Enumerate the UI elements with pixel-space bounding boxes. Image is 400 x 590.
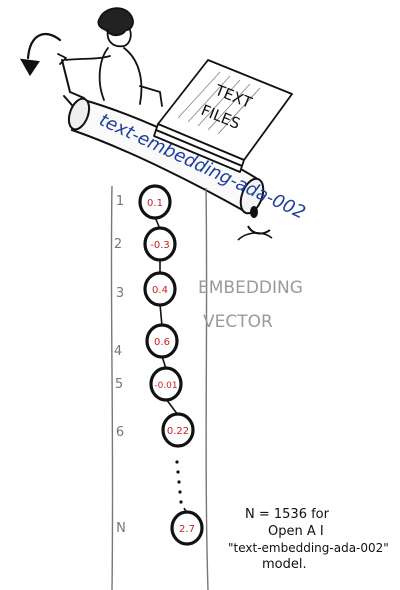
text-files-stack: TEXT FILES — [153, 59, 293, 173]
dimension-note: N = 1536 for Open A I "text-embedding-ad… — [228, 507, 389, 572]
ellipsis-dots — [175, 460, 183, 504]
vector-index-label: 6 — [116, 425, 124, 440]
vector-node-circle — [143, 271, 177, 307]
vector-node: 0.64 — [114, 323, 179, 359]
vector-index-label: N — [116, 521, 126, 536]
vector-index-label: 2 — [114, 237, 122, 252]
vector-index-label: 1 — [116, 194, 124, 209]
note-line2: Open A I — [268, 524, 324, 539]
vector-node-value: 0.22 — [167, 426, 189, 437]
vector-node-circle — [170, 510, 204, 546]
vector-title-line1: EMBEDDING — [198, 278, 303, 298]
vector-node-value: 0.4 — [152, 285, 168, 296]
vector-node-circle — [149, 366, 183, 402]
crank-arrow-icon — [19, 32, 62, 77]
vector-strip — [110, 185, 209, 590]
vector-node-circle — [138, 184, 172, 220]
vector-node-value: 2.7 — [179, 524, 195, 535]
vector-node: -0.01 5 — [115, 366, 183, 402]
vector-index-label: 5 — [115, 377, 123, 392]
chain-link — [165, 398, 179, 416]
vector-node-value: 0.6 — [154, 337, 170, 348]
vector-title-line2: VECTOR — [203, 312, 273, 332]
note-line1: N = 1536 for — [245, 507, 330, 522]
vector-node: 0.43 — [116, 271, 177, 307]
vector-node-circle — [143, 226, 177, 262]
note-line4: model. — [262, 557, 307, 572]
note-line3: "text-embedding-ada-002" — [228, 541, 389, 555]
vector-node-circle — [161, 412, 195, 448]
vector-node-value: 0.1 — [147, 198, 163, 209]
vector-node: 0.22 6 — [116, 412, 195, 448]
vector-node: -0.3 2 — [114, 226, 177, 262]
vector-node: 0.11 — [116, 184, 172, 220]
chain-link — [159, 303, 163, 327]
vector-node-circle — [145, 323, 179, 359]
vector-node-value: -0.3 — [150, 240, 170, 251]
vector-index-label: 4 — [114, 344, 122, 359]
vector-index-label: 3 — [116, 286, 124, 301]
person-figure — [57, 7, 163, 107]
vector-node: 2.7 N — [116, 510, 204, 546]
vector-node-value: -0.01 — [154, 381, 177, 391]
